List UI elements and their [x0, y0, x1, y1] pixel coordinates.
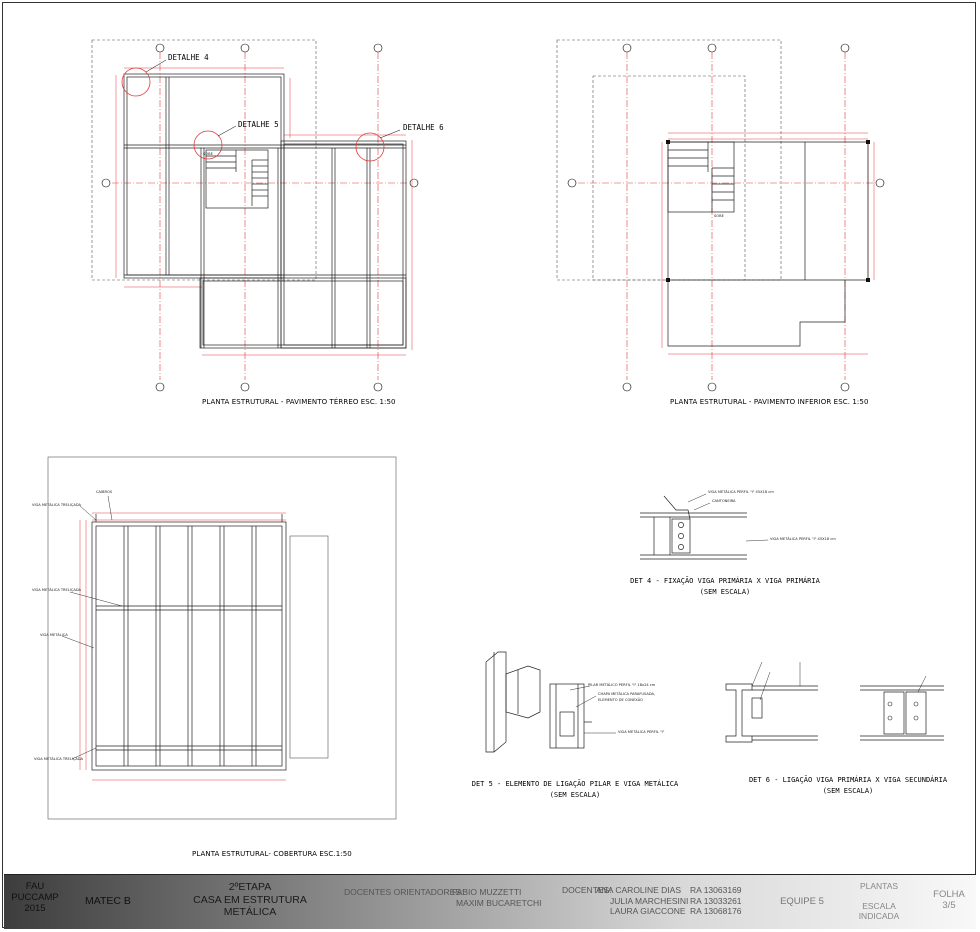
- det4-scale: (SEM ESCALA): [699, 588, 751, 596]
- title-block: FAU PUCCAMP 2015 MATEC B 2ºETAPA CASA EM…: [4, 874, 976, 929]
- student-1-name: ANA CAROLINE DIAS: [596, 885, 682, 895]
- advisor-2: MAXIM BUCARETCHI: [456, 898, 542, 908]
- det5-label-1: PILAR METÁLICO PERFIL "I" 18x24 cm: [588, 683, 656, 687]
- stage-subtitle: METÁLICA: [223, 906, 277, 918]
- scale-value: INDICADA: [858, 911, 900, 921]
- det6-caption: DET 6 - LIGAÇÃO VIGA PRIMÁRIA X VIGA SEC…: [748, 775, 948, 797]
- school-university: PUCCAMP: [11, 892, 59, 903]
- advisors-label: DOCENTES ORIENTADORES:: [344, 887, 464, 897]
- school-year: 2015: [24, 903, 46, 914]
- detail-5-label: DETALHE 5: [238, 120, 279, 129]
- det4-title: DET 4 - FIXAÇÃO VIGA PRIMÁRIA X VIGA PRI…: [630, 577, 820, 585]
- det5-label-4: VIGA METÁLICA PERFIL "I": [618, 730, 665, 734]
- sheet-info: PLANTAS ESCALA INDICADA: [844, 881, 914, 921]
- advisor-1: FABIO MUZZETTI: [452, 887, 522, 897]
- lower-stair-mark: SOBE: [714, 214, 724, 218]
- school-name: FAU: [25, 881, 45, 892]
- stair-mark: SOBE: [203, 152, 213, 156]
- sheet-type: PLANTAS: [859, 881, 899, 891]
- students-ra: RA 13063169 RA 13033261 RA 13068176: [690, 885, 742, 917]
- folha-label: FOLHA: [933, 889, 965, 900]
- det4-caption: DET 4 - FIXAÇÃO VIGA PRIMÁRIA X VIGA PRI…: [630, 576, 820, 598]
- det5-label-2: CHAPA METÁLICA PARAFUSADA,: [598, 692, 656, 696]
- det4-label-1: VIGA METÁLICA PERFIL "I" 45X18 cm: [708, 490, 774, 494]
- folha-value: 3/5: [942, 900, 956, 911]
- student-2-ra: RA 13033261: [690, 895, 742, 906]
- ground-plan-title: PLANTA ESTRUTURAL - PAVIMENTO TÉRREO ESC…: [202, 398, 396, 406]
- advisors-list: FABIO MUZZETTI MAXIM BUCARETCHI: [452, 887, 541, 909]
- student-1-ra: RA 13063169: [690, 885, 742, 895]
- det6-scale: (SEM ESCALA): [822, 787, 874, 795]
- school-block: FAU PUCCAMP 2015: [4, 881, 66, 914]
- stage-number: 2ºETAPA: [228, 881, 272, 893]
- stage-title: CASA EM ESTRUTURA: [193, 893, 307, 906]
- det4-label-2: CANTONEIRA: [712, 499, 736, 503]
- detail-4-label: DETALHE 4: [168, 53, 209, 62]
- roof-plan-title: PLANTA ESTRUTURAL- COBERTURA ESC.1:50: [192, 850, 352, 858]
- team-label: EQUIPE 5: [780, 896, 824, 907]
- det5-label-3: ELEMENTO DE CONEXÃO: [598, 698, 643, 702]
- detail-6-label: DETALHE 6: [403, 123, 444, 132]
- roof-label-truss-1: VIGA METÁLICA TRELIÇADA: [32, 503, 81, 507]
- students-label: DOCENTES:: [562, 885, 612, 895]
- roof-label-truss-2: VIGA METÁLICA TRELIÇADA: [32, 588, 81, 592]
- students-names: ANA CAROLINE DIAS JULIA MARCHESINI LAURA…: [596, 885, 688, 917]
- det5-scale: (SEM ESCALA): [549, 791, 601, 799]
- course-name: MATEC B: [85, 895, 131, 907]
- det6-title: DET 6 - LIGAÇÃO VIGA PRIMÁRIA X VIGA SEC…: [748, 776, 948, 784]
- folha-block: FOLHA 3/5: [926, 889, 972, 911]
- roof-label-beam: VIGA METÁLICA: [40, 633, 68, 637]
- scale-label: ESCALA: [862, 901, 896, 911]
- det4-label-3: VIGA METÁLICA PERFIL "I" 45X18 cm: [770, 537, 836, 541]
- student-3-name: LAURA GIACCONE: [610, 906, 686, 916]
- det5-title: DET 5 - ELEMENTO DE LIGAÇÃO PILAR E VIGA…: [471, 780, 679, 788]
- student-3-ra: RA 13068176: [690, 906, 742, 916]
- roof-label-caibros: CAIBROS: [96, 490, 113, 494]
- roof-label-truss-3: VIGA METÁLICA TRELIÇADA: [34, 757, 83, 761]
- student-2-name: JULIA MARCHESINI: [610, 895, 689, 906]
- stage-block: 2ºETAPA CASA EM ESTRUTURA METÁLICA: [182, 881, 318, 919]
- lower-plan-title: PLANTA ESTRUTURAL - PAVIMENTO INFERIOR E…: [670, 398, 869, 406]
- det5-caption: DET 5 - ELEMENTO DE LIGAÇÃO PILAR E VIGA…: [470, 779, 680, 801]
